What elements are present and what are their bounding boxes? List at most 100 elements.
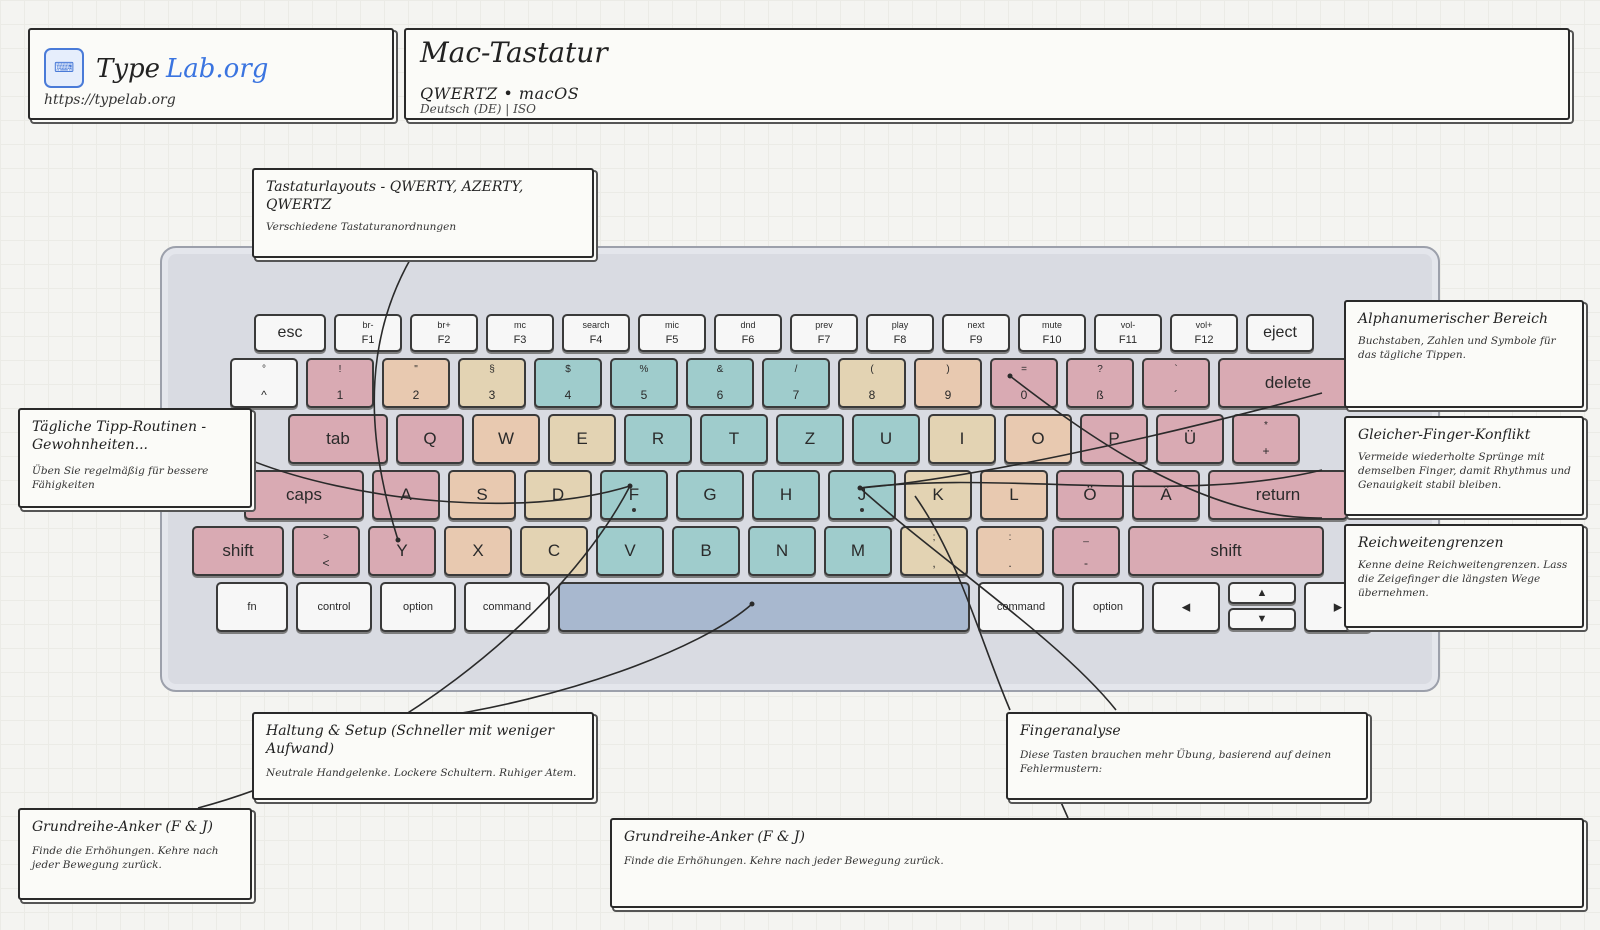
key-option[interactable]: option — [380, 582, 456, 632]
key-esc[interactable]: esc — [254, 314, 326, 352]
key-f12[interactable]: vol+F12 — [1170, 314, 1238, 352]
key-4[interactable]: $4 — [534, 358, 602, 408]
key-label: search — [582, 320, 610, 330]
key-u[interactable]: U — [852, 414, 920, 464]
key-blank[interactable]: >< — [292, 526, 360, 576]
key-8[interactable]: (8 — [838, 358, 906, 408]
key-label: R — [651, 429, 665, 448]
key-q[interactable]: Q — [396, 414, 464, 464]
key-tab[interactable]: tab — [288, 414, 388, 464]
key-s[interactable]: S — [448, 470, 516, 520]
key-ü[interactable]: Ü — [1156, 414, 1224, 464]
annotation-body: Finde die Erhöhungen. Kehre nach jeder B… — [32, 845, 219, 871]
key-j[interactable]: J — [828, 470, 896, 520]
key-o[interactable]: O — [1004, 414, 1072, 464]
key-5[interactable]: %5 — [610, 358, 678, 408]
key-7[interactable]: /7 — [762, 358, 830, 408]
key-blank[interactable]: ;, — [900, 526, 968, 576]
key-n[interactable]: N — [748, 526, 816, 576]
key-ö[interactable]: Ö — [1056, 470, 1124, 520]
key-label: Ü — [1183, 429, 1197, 448]
key-label: V — [624, 541, 636, 560]
key-command[interactable]: command — [978, 582, 1064, 632]
key-label: * — [1264, 420, 1268, 431]
key-k[interactable]: K — [904, 470, 972, 520]
key-eject[interactable]: eject — [1246, 314, 1314, 352]
key-label: C — [547, 541, 561, 560]
key-label: tab — [326, 429, 350, 448]
key-label: § — [489, 364, 495, 375]
key-p[interactable]: P — [1080, 414, 1148, 464]
key-2[interactable]: "2 — [382, 358, 450, 408]
key-shift[interactable]: shift — [192, 526, 284, 576]
key-blank[interactable]: °^ — [230, 358, 298, 408]
key-f[interactable]: F — [600, 470, 668, 520]
key-z[interactable]: Z — [776, 414, 844, 464]
key-option[interactable]: option — [1072, 582, 1144, 632]
key-6[interactable]: &6 — [686, 358, 754, 408]
key-t[interactable]: T — [700, 414, 768, 464]
key-i[interactable]: I — [928, 414, 996, 464]
key-label: option — [403, 601, 433, 613]
key-g[interactable]: G — [676, 470, 744, 520]
key-blank[interactable]: ◀ — [1152, 582, 1220, 632]
key-fn[interactable]: fn — [216, 582, 288, 632]
key-x[interactable]: X — [444, 526, 512, 576]
key-m[interactable]: M — [824, 526, 892, 576]
key-return[interactable]: return — [1208, 470, 1348, 520]
annotation-anchor-wide: Grundreihe-Anker (F & J) Finde die Erhöh… — [610, 818, 1584, 908]
key-label: mc — [514, 320, 526, 330]
brand-url[interactable]: https://typelab.org — [44, 92, 176, 108]
key-shift[interactable]: shift — [1128, 526, 1324, 576]
key-caps[interactable]: caps — [244, 470, 364, 520]
key-label: vol+ — [1195, 320, 1213, 330]
key-a[interactable]: A — [372, 470, 440, 520]
key-y[interactable]: Y — [368, 526, 436, 576]
key-control[interactable]: control — [296, 582, 372, 632]
key-9[interactable]: )9 — [914, 358, 982, 408]
key-b[interactable]: B — [672, 526, 740, 576]
key-delete[interactable]: delete — [1218, 358, 1358, 408]
key-label: ? — [1097, 364, 1103, 375]
key-f11[interactable]: vol-F11 — [1094, 314, 1162, 352]
key-e[interactable]: E — [548, 414, 616, 464]
key-r[interactable]: R — [624, 414, 692, 464]
key-blank[interactable]: ▲ — [1228, 582, 1296, 604]
key-command[interactable]: command — [464, 582, 550, 632]
key-f1[interactable]: br-F1 — [334, 314, 402, 352]
key-3[interactable]: §3 — [458, 358, 526, 408]
key-blank[interactable]: ▼ — [1228, 608, 1296, 630]
key-label: F — [628, 485, 640, 504]
key-label: < — [322, 556, 330, 570]
key-1[interactable]: !1 — [306, 358, 374, 408]
key-c[interactable]: C — [520, 526, 588, 576]
key-ß[interactable]: ?ß — [1066, 358, 1134, 408]
key-blank[interactable]: *+ — [1232, 414, 1300, 464]
key-v[interactable]: V — [596, 526, 664, 576]
key-label: O — [1031, 429, 1045, 448]
key-blank[interactable]: :. — [976, 526, 1044, 576]
key-space[interactable] — [558, 582, 970, 632]
key-w[interactable]: W — [472, 414, 540, 464]
key-0[interactable]: =0 — [990, 358, 1058, 408]
key-label: S — [476, 485, 488, 504]
key-label: F4 — [589, 334, 603, 346]
key-f2[interactable]: br+F2 — [410, 314, 478, 352]
key-ä[interactable]: Ä — [1132, 470, 1200, 520]
key-blank[interactable]: _- — [1052, 526, 1120, 576]
key-l[interactable]: L — [980, 470, 1048, 520]
key-d[interactable]: D — [524, 470, 592, 520]
brand-lab[interactable]: Lab.org — [166, 54, 269, 84]
key-h[interactable]: H — [752, 470, 820, 520]
key-label: mic — [665, 320, 679, 330]
annotation-title: Alphanumerischer Bereich — [1358, 311, 1549, 327]
key-blank[interactable]: `´ — [1142, 358, 1210, 408]
